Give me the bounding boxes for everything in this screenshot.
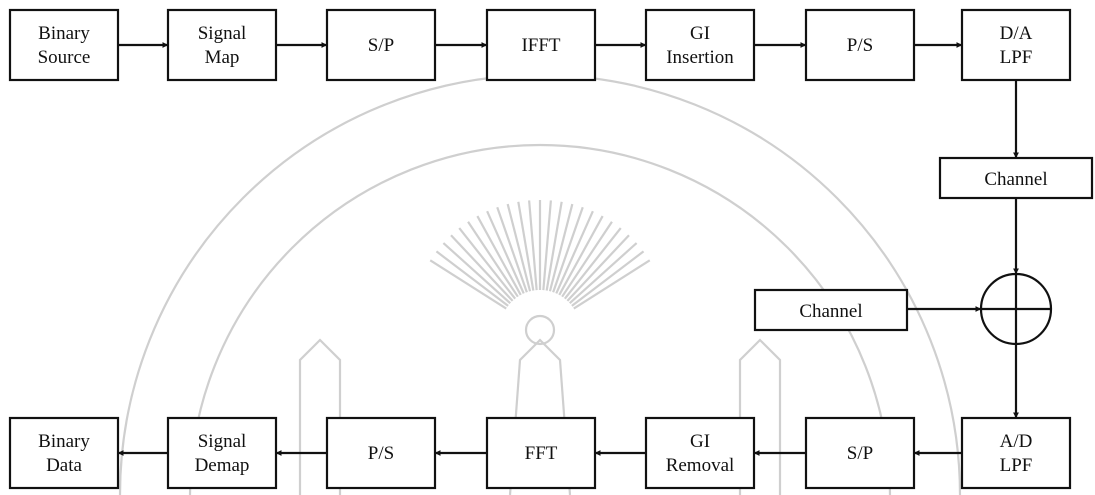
fft-block: FFT xyxy=(485,416,597,490)
p-s-rx-label-1: P/S xyxy=(368,443,394,464)
signal-demap-box xyxy=(166,416,278,490)
channel-block: Channel xyxy=(938,156,1094,200)
university-emblem-watermark xyxy=(118,73,962,495)
ifft-block: IFFT xyxy=(485,8,597,82)
gi-removal-label-2: Removal xyxy=(666,455,735,476)
channel-box xyxy=(938,156,1094,200)
adder-summing-junction xyxy=(979,272,1053,346)
binary-data-label-2: Data xyxy=(46,455,82,476)
s-p-rx-label-1: S/P xyxy=(847,443,873,464)
signal-demap-label-2: Demap xyxy=(195,455,250,476)
ifft-label-1: IFFT xyxy=(521,35,560,56)
gi-removal-block: GI Removal xyxy=(644,416,756,490)
fft-box xyxy=(485,416,597,490)
binary-source-label-2: Source xyxy=(38,47,91,68)
binary-data-label-1: Binary xyxy=(38,431,90,452)
d-a-lpf-box xyxy=(960,8,1072,82)
signal-map-box xyxy=(166,8,278,82)
a-d-lpf-box xyxy=(960,416,1072,490)
gi-insertion-label-1: GI xyxy=(690,23,710,44)
s-p-tx-label-1: S/P xyxy=(368,35,394,56)
noise-channel-box xyxy=(753,288,909,332)
a-d-lpf-label-2: LPF xyxy=(1000,455,1033,476)
ifft-box xyxy=(485,8,597,82)
gi-insertion-block: GI Insertion xyxy=(644,8,756,82)
p-s-tx-box xyxy=(804,8,916,82)
p-s-tx-label-1: P/S xyxy=(847,35,873,56)
s-p-rx-box xyxy=(804,416,916,490)
s-p-rx-block: S/P xyxy=(804,416,916,490)
p-s-rx-block: P/S xyxy=(325,416,437,490)
noise-channel-block: Channel xyxy=(753,288,909,332)
d-a-lpf-label-1: D/A xyxy=(1000,23,1033,44)
gi-insertion-box xyxy=(644,8,756,82)
a-d-lpf-block: A/D LPF xyxy=(960,416,1072,490)
binary-source-box xyxy=(8,8,120,82)
gi-removal-box xyxy=(644,416,756,490)
d-a-lpf-label-2: LPF xyxy=(1000,47,1033,68)
signal-demap-label-1: Signal xyxy=(198,431,247,452)
fft-label-1: FFT xyxy=(525,443,558,464)
s-p-tx-block: S/P xyxy=(325,8,437,82)
channel-label: Channel xyxy=(984,169,1047,190)
p-s-rx-box xyxy=(325,416,437,490)
gi-removal-label-1: GI xyxy=(690,431,710,452)
signal-map-label-1: Signal xyxy=(198,23,247,44)
signal-map-label-2: Map xyxy=(205,47,240,68)
p-s-tx-block: P/S xyxy=(804,8,916,82)
noise-channel-label: Channel xyxy=(799,301,862,322)
d-a-lpf-block: D/A LPF xyxy=(960,8,1072,82)
s-p-tx-box xyxy=(325,8,437,82)
a-d-lpf-label-1: A/D xyxy=(1000,431,1033,452)
binary-source-label-1: Binary xyxy=(38,23,90,44)
binary-data-box xyxy=(8,416,120,490)
gi-insertion-label-2: Insertion xyxy=(666,47,734,68)
